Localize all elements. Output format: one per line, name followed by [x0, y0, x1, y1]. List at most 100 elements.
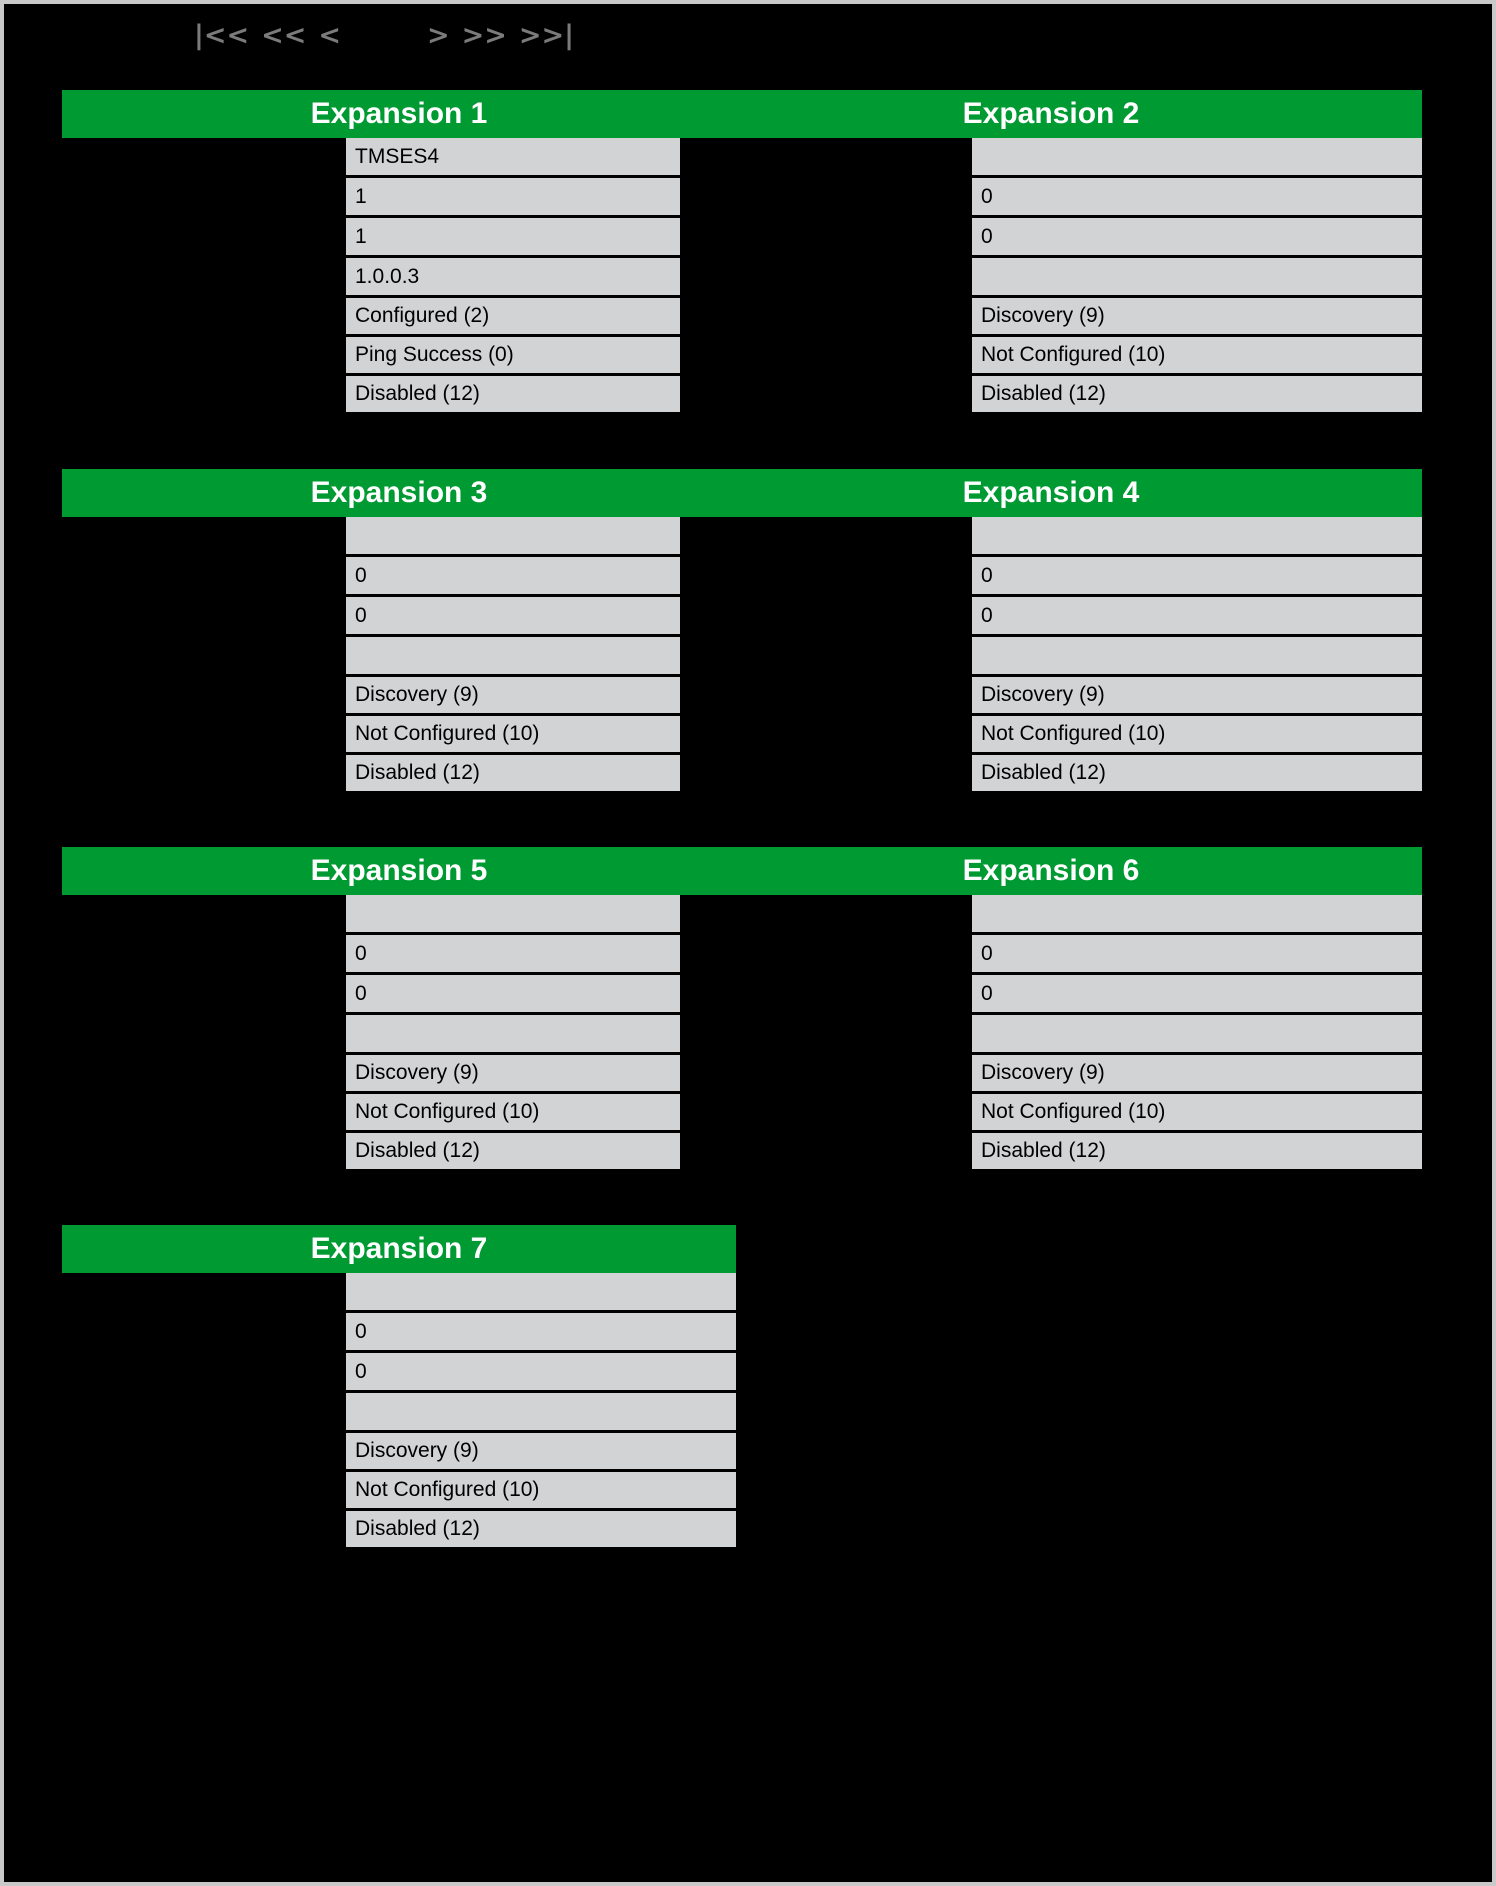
row-value: 0	[346, 975, 736, 1012]
row-value: 0	[972, 557, 1422, 594]
row-value: Not Configured (10)	[346, 1094, 736, 1130]
table-row: 0	[680, 178, 1422, 215]
row-label	[62, 1015, 346, 1052]
table-row: 0	[680, 935, 1422, 972]
row-value: Ping Success (0)	[346, 337, 736, 373]
row-label	[62, 1094, 346, 1130]
row-value: 0	[346, 597, 736, 634]
row-value: Disabled (12)	[972, 755, 1422, 791]
row-value: Disabled (12)	[972, 1133, 1422, 1169]
row-value	[346, 637, 736, 674]
row-value	[972, 895, 1422, 932]
row-label	[680, 517, 972, 554]
row-label	[62, 218, 346, 255]
row-value	[972, 138, 1422, 175]
row-value	[972, 637, 1422, 674]
row-label	[680, 895, 972, 932]
row-label	[680, 1015, 972, 1052]
panel-title: Expansion 3	[62, 469, 736, 517]
table-row: Not Configured (10)	[62, 1094, 736, 1130]
row-label	[680, 258, 972, 295]
row-label	[62, 1393, 346, 1430]
table-row: 0	[62, 1353, 736, 1390]
row-value: 0	[346, 935, 736, 972]
pager-prev-page-button[interactable]: <<	[261, 19, 307, 51]
row-label	[680, 637, 972, 674]
table-row: 1	[62, 178, 736, 215]
row-value: 1	[346, 178, 736, 215]
row-label	[680, 337, 972, 373]
row-value: Discovery (9)	[346, 1433, 736, 1469]
table-row	[62, 637, 736, 674]
table-row: 0	[62, 935, 736, 972]
table-row: Disabled (12)	[680, 755, 1422, 791]
row-label	[62, 755, 346, 791]
pager-prev-button[interactable]: <	[318, 19, 341, 51]
row-label	[680, 138, 972, 175]
row-value: 0	[346, 1353, 736, 1390]
table-row: Not Configured (10)	[62, 716, 736, 752]
table-row	[62, 1393, 736, 1430]
row-label	[680, 755, 972, 791]
row-label	[680, 1133, 972, 1169]
row-value: Not Configured (10)	[346, 1472, 736, 1508]
table-row: Ping Success (0)	[62, 337, 736, 373]
row-label	[62, 1313, 346, 1350]
table-row: TMSES4	[62, 138, 736, 175]
row-label	[62, 935, 346, 972]
row-value: Discovery (9)	[972, 298, 1422, 334]
panel-title: Expansion 1	[62, 90, 736, 138]
row-value: Not Configured (10)	[972, 1094, 1422, 1130]
row-label	[62, 677, 346, 713]
table-row: 1	[62, 218, 736, 255]
row-value: 0	[972, 218, 1422, 255]
table-row	[62, 895, 736, 932]
table-row: 0	[62, 557, 736, 594]
pager-next-button[interactable]: >	[427, 19, 450, 51]
row-value: Disabled (12)	[346, 755, 736, 791]
pager-last-button[interactable]: >>|	[518, 19, 574, 51]
row-value: 0	[972, 178, 1422, 215]
table-row: Not Configured (10)	[62, 1472, 736, 1508]
row-label	[680, 935, 972, 972]
row-value: 0	[972, 935, 1422, 972]
row-label	[62, 1133, 346, 1169]
pager-next-page-button[interactable]: >>	[461, 19, 507, 51]
row-label	[680, 1055, 972, 1091]
table-row: 0	[680, 597, 1422, 634]
table-row	[62, 1273, 736, 1310]
table-row: Disabled (12)	[62, 1133, 736, 1169]
row-value: Not Configured (10)	[346, 716, 736, 752]
table-row: Configured (2)	[62, 298, 736, 334]
row-value: 0	[972, 975, 1422, 1012]
row-value: Discovery (9)	[972, 677, 1422, 713]
row-value: TMSES4	[346, 138, 736, 175]
table-row: 0	[62, 1313, 736, 1350]
row-label	[680, 975, 972, 1012]
row-value	[346, 517, 736, 554]
row-value: Discovery (9)	[972, 1055, 1422, 1091]
table-row	[680, 637, 1422, 674]
table-row: 0	[62, 597, 736, 634]
table-row: Discovery (9)	[680, 298, 1422, 334]
row-value	[346, 895, 736, 932]
table-row: 0	[680, 975, 1422, 1012]
table-row: Disabled (12)	[62, 376, 736, 412]
row-value: Disabled (12)	[346, 1511, 736, 1547]
row-label	[680, 178, 972, 215]
table-row: Disabled (12)	[680, 376, 1422, 412]
row-value: Disabled (12)	[972, 376, 1422, 412]
pager-first-button[interactable]: |<<	[194, 19, 250, 51]
row-label	[680, 597, 972, 634]
row-value: 1.0.0.3	[346, 258, 736, 295]
row-value: Discovery (9)	[346, 1055, 736, 1091]
